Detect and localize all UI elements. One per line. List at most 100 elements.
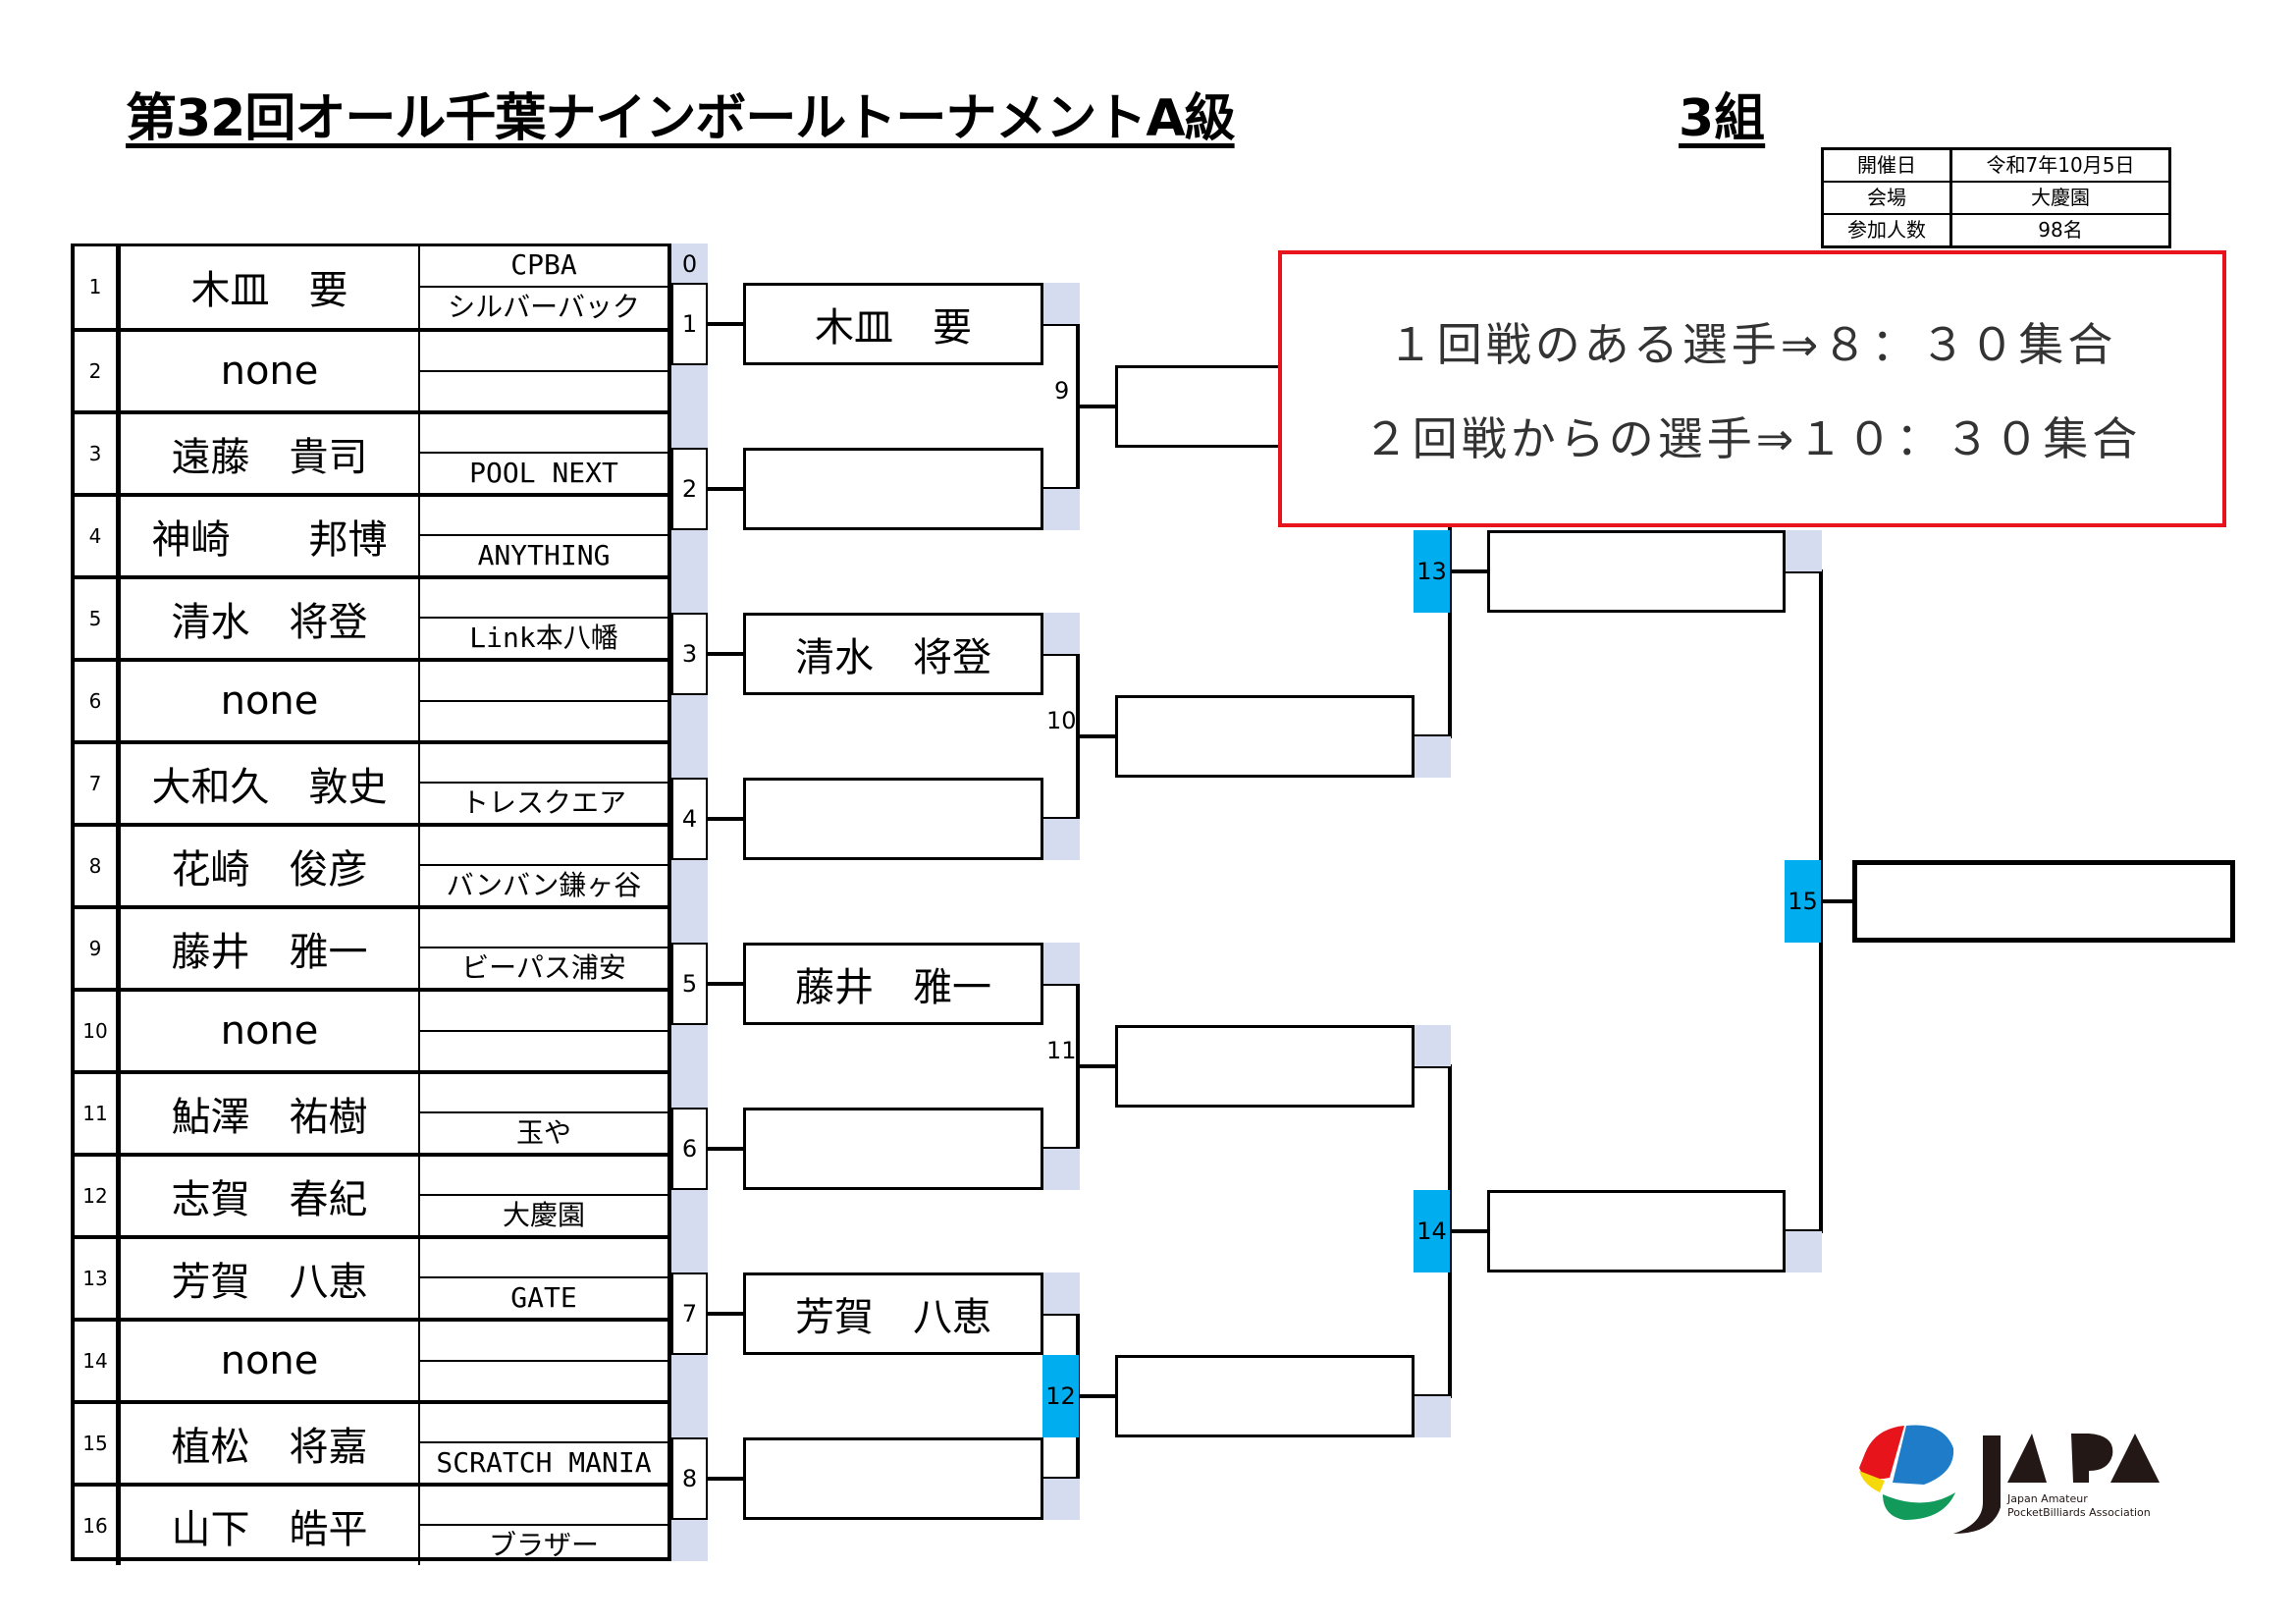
winner-strip <box>1042 1149 1080 1190</box>
match-number-highlight: 12 <box>1042 1355 1079 1437</box>
winner-strip <box>1042 489 1080 530</box>
info-key: 開催日 <box>1824 150 1952 181</box>
player-club: POOL NEXT <box>420 414 667 493</box>
round1-winner-box: 藤井 雅一 <box>743 943 1043 1025</box>
club-top <box>420 579 667 619</box>
svg-text:Japan Amateur: Japan Amateur <box>2006 1492 2088 1505</box>
player-number: 4 <box>75 497 121 575</box>
match-number: 3 <box>671 613 708 695</box>
player-number: 10 <box>75 992 121 1070</box>
group-label: 3組 <box>1679 89 1766 148</box>
club-top <box>420 1404 667 1443</box>
player-row: 5 清水 将登 Link本八幡 <box>75 575 667 658</box>
player-number: 1 <box>75 245 121 328</box>
club-top <box>420 332 667 372</box>
player-name: 清水 将登 <box>121 579 420 658</box>
match-number-highlight: 14 <box>1414 1190 1450 1272</box>
player-row: 10 none <box>75 988 667 1070</box>
match-number: 7 <box>671 1272 708 1355</box>
round1-winner-box: 清水 将登 <box>743 613 1043 695</box>
round3-winner-box <box>1487 1190 1786 1272</box>
player-number: 5 <box>75 579 121 658</box>
info-row-date: 開催日 令和7年10月5日 <box>1824 150 2168 181</box>
info-value: 令和7年10月5日 <box>1986 153 2135 177</box>
info-key: 参加人数 <box>1824 215 1952 245</box>
club-top <box>420 497 667 536</box>
club-top <box>420 992 667 1032</box>
club-top <box>420 1487 667 1526</box>
player-name: 志賀 春紀 <box>121 1157 420 1235</box>
player-number: 14 <box>75 1322 121 1400</box>
info-value: 98名 <box>2038 218 2083 242</box>
player-number: 6 <box>75 662 121 740</box>
player-number: 13 <box>75 1239 121 1318</box>
round1-winner-box <box>743 1108 1043 1190</box>
club-name: バンバン鎌ヶ谷 <box>446 869 642 901</box>
round2-winner-box <box>1115 1355 1415 1437</box>
player-number: 9 <box>75 909 121 988</box>
club-name: トレスクエア <box>460 786 626 819</box>
winner-strip <box>1042 283 1080 324</box>
round1-winner-box: 芳賀 八恵 <box>743 1272 1043 1355</box>
club-top <box>420 744 667 784</box>
winner-strip <box>1042 943 1080 984</box>
player-club: ブラザー <box>420 1487 667 1565</box>
club-top <box>420 662 667 702</box>
player-row: 9 藤井 雅一 ビーパス浦安 <box>75 905 667 988</box>
winner-strip <box>1414 1025 1451 1066</box>
club-top <box>420 414 667 454</box>
winner-strip <box>1042 1479 1080 1520</box>
player-name: 遠藤 貴司 <box>121 414 420 493</box>
player-club <box>420 332 667 410</box>
winner-strip <box>1042 819 1080 860</box>
club-name: 大慶園 <box>502 1199 585 1231</box>
player-number: 15 <box>75 1404 121 1483</box>
player-name: 藤井 雅一 <box>121 909 420 988</box>
notice-line-2: ２回戦からの選手⇒１０：３０集合 <box>1362 412 2142 465</box>
player-club: 大慶園 <box>420 1157 667 1235</box>
round1-winner-box: 木皿 要 <box>743 283 1043 365</box>
player-name: none <box>121 1322 420 1400</box>
club-top <box>420 1239 667 1278</box>
winner-strip <box>1042 613 1080 654</box>
player-row: 3 遠藤 貴司 POOL NEXT <box>75 410 667 493</box>
info-value: 大慶園 <box>2031 186 2090 209</box>
notice-line-1: １回戦のある選手⇒８：３０集合 <box>1387 318 2117 371</box>
player-number: 16 <box>75 1487 121 1565</box>
player-row: 11 鮎澤 祐樹 玉や <box>75 1070 667 1153</box>
player-club: ANYTHING <box>420 497 667 575</box>
info-row-venue: 会場大慶園 <box>1824 181 2168 213</box>
player-club: バンバン鎌ヶ谷 <box>420 827 667 905</box>
player-number: 2 <box>75 332 121 410</box>
player-name: 植松 将嘉 <box>121 1404 420 1483</box>
info-row-participants: 参加人数 98名 <box>1824 213 2168 245</box>
player-club: ビーパス浦安 <box>420 909 667 988</box>
assembly-notice: １回戦のある選手⇒８：３０集合 ２回戦からの選手⇒１０：３０集合 <box>1278 250 2226 527</box>
player-number: 8 <box>75 827 121 905</box>
winner-strip <box>1414 1396 1451 1437</box>
club-name: GATE <box>510 1281 577 1314</box>
player-row: 12 志賀 春紀 大慶園 <box>75 1153 667 1235</box>
club-name: Link本八幡 <box>469 622 618 654</box>
seed-zero-label: 0 <box>681 250 698 278</box>
winner-strip <box>1785 1231 1822 1272</box>
club-top <box>420 1322 667 1362</box>
player-club: SCRATCH MANIA <box>420 1404 667 1483</box>
player-club: Link本八幡 <box>420 579 667 658</box>
player-club: GATE <box>420 1239 667 1318</box>
match-number: 4 <box>671 778 708 860</box>
player-row: 4 神崎 邦博 ANYTHING <box>75 493 667 575</box>
club-top <box>420 909 667 948</box>
match-number: 5 <box>671 943 708 1025</box>
club-name: SCRATCH MANIA <box>436 1446 652 1479</box>
round2-winner-box <box>1115 1025 1415 1108</box>
round1-winner-box <box>743 1437 1043 1520</box>
club-top: CPBA <box>420 245 667 288</box>
match-number: 9 <box>1054 377 1070 405</box>
club-name: ブラザー <box>488 1529 599 1561</box>
player-club: トレスクエア <box>420 744 667 823</box>
player-club: 玉や <box>420 1074 667 1153</box>
